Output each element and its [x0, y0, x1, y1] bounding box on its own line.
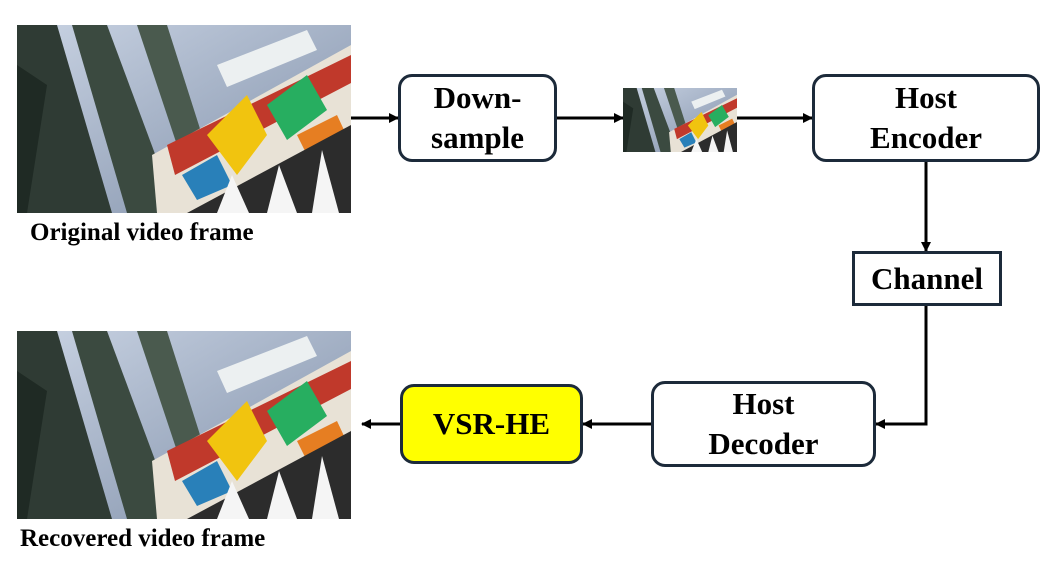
downsample-label-line1: Down- [433, 80, 522, 115]
recovered-video-frame [17, 331, 351, 519]
downsample-block: Down- sample [398, 74, 557, 162]
vsr-he-label: VSR-HE [432, 406, 551, 441]
original-frame-caption: Original video frame [30, 219, 254, 246]
host-encoder-block: Host Encoder [812, 74, 1040, 162]
arrow-channel-to-decoder [875, 306, 928, 429]
encoder-label-line1: Host [895, 80, 957, 115]
vsr-he-block: VSR-HE [400, 384, 583, 464]
downsample-label-line2: sample [431, 120, 524, 155]
recovered-frame-caption: Recovered video frame [20, 525, 266, 552]
original-video-frame [17, 25, 351, 213]
channel-label: Channel [871, 260, 983, 296]
host-decoder-block: Host Decoder [651, 381, 876, 467]
decoder-label-line2: Decoder [708, 426, 819, 461]
channel-block: Channel [852, 251, 1002, 306]
decoder-label-line1: Host [732, 386, 795, 421]
encoder-label-line2: Encoder [870, 120, 982, 155]
downsampled-video-frame [623, 88, 737, 152]
